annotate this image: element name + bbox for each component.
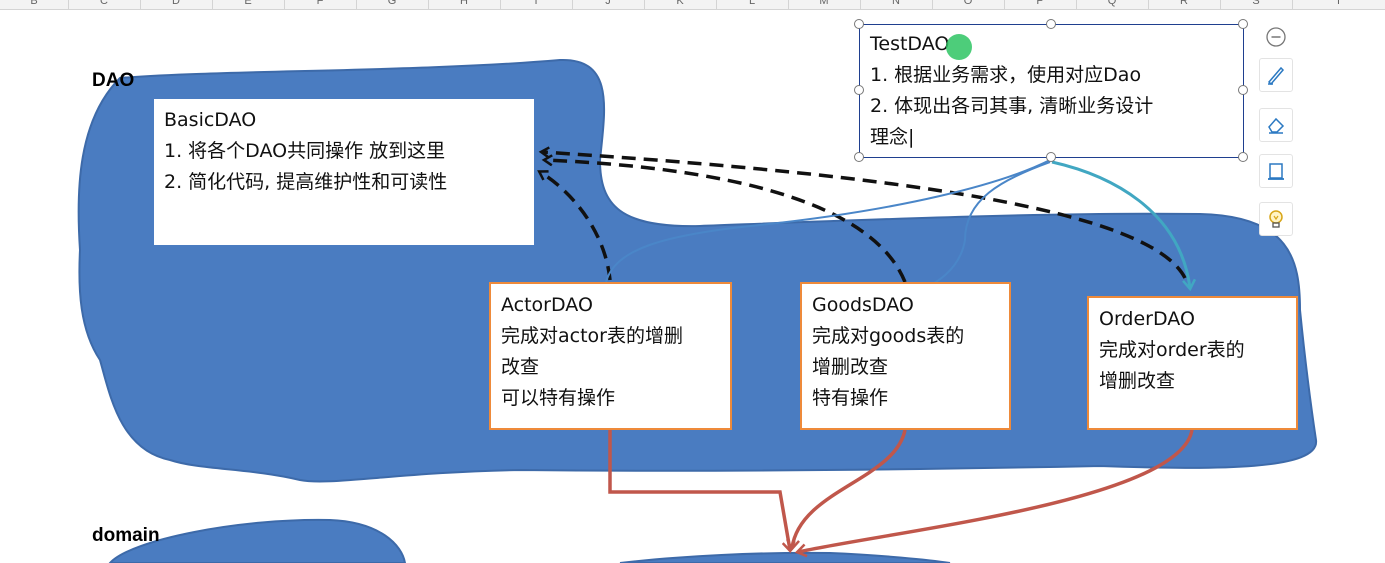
inherit-arrow-actor (540, 172, 612, 281)
column-header-cell[interactable]: Q (1076, 0, 1149, 9)
use-connector-actor (605, 159, 1051, 283)
resize-handle-b[interactable] (1046, 152, 1056, 162)
domain-section-label: domain (92, 525, 160, 546)
eraser-icon (1268, 117, 1285, 134)
pen-icon (1267, 66, 1285, 86)
column-header-cell[interactable]: B (0, 0, 69, 9)
actor-dao-line-2: 改查 (501, 356, 540, 378)
resize-handle-t[interactable] (1046, 19, 1056, 29)
test-dao-line-2: 2. 体现出各司其事, 清晰业务设计 (870, 95, 1154, 117)
draw-pen-button[interactable] (1259, 58, 1293, 92)
test-dao-line-3: 理念| (870, 126, 915, 148)
column-header-cell[interactable]: F (284, 0, 357, 9)
resize-handle-br[interactable] (1238, 152, 1248, 162)
column-header-cell[interactable]: T (1292, 0, 1385, 9)
inherit-arrow-goods (545, 160, 907, 283)
order-dao-title: OrderDAO (1099, 308, 1195, 330)
test-dao-line-1: 1. 根据业务需求，使用对应Dao (870, 64, 1142, 86)
column-header-bar: B C D E F G H I J K L M N O P Q R S T (0, 0, 1385, 10)
column-header-cell[interactable]: N (860, 0, 933, 9)
resize-handle-l[interactable] (854, 85, 864, 95)
test-dao-box[interactable]: TestDAO 1. 根据业务需求，使用对应Dao 2. 体现出各司其事, 清晰… (859, 24, 1244, 158)
column-header-cell[interactable]: J (572, 0, 645, 9)
actor-dao-title: ActorDAO (501, 294, 593, 316)
collapse-button[interactable] (1259, 20, 1293, 54)
goods-dao-box[interactable]: GoodsDAO 完成对goods表的 增删改查 特有操作 (800, 282, 1011, 430)
column-header-cell[interactable]: E (212, 0, 285, 9)
column-header-cell[interactable]: P (1004, 0, 1077, 9)
collapse-icon (1266, 27, 1286, 47)
resize-handle-tl[interactable] (854, 19, 864, 29)
domain-arrow-order (798, 429, 1194, 552)
goods-dao-title: GoodsDAO (812, 294, 914, 316)
actor-dao-box[interactable]: ActorDAO 完成对actor表的增删 改查 可以特有操作 (489, 282, 732, 430)
cursor-highlight-dot (946, 34, 972, 60)
target-region-blob (619, 551, 951, 563)
order-dao-line-1: 完成对order表的 (1099, 339, 1245, 361)
use-connector-goods (914, 161, 1051, 293)
resize-handle-bl[interactable] (854, 152, 864, 162)
basic-dao-line-1: 1. 将各个DAO共同操作 放到这里 (164, 140, 446, 162)
use-connector-order (1051, 160, 1190, 288)
eraser-button[interactable] (1259, 108, 1293, 142)
column-header-cell[interactable]: L (716, 0, 789, 9)
basic-dao-title: BasicDAO (164, 109, 257, 131)
domain-arrow-actor (608, 430, 790, 550)
resize-handle-tr[interactable] (1238, 19, 1248, 29)
order-dao-line-2: 增删改查 (1099, 370, 1176, 392)
actor-dao-line-3: 可以特有操作 (501, 387, 616, 409)
dao-section-label: DAO (92, 70, 135, 91)
goods-dao-line-2: 增删改查 (812, 356, 889, 378)
order-dao-box[interactable]: OrderDAO 完成对order表的 增删改查 (1087, 296, 1298, 430)
basic-dao-box[interactable]: BasicDAO 1. 将各个DAO共同操作 放到这里 2. 简化代码, 提高维… (154, 99, 534, 245)
actor-dao-line-1: 完成对actor表的增删 (501, 325, 683, 347)
column-header-cell[interactable]: D (140, 0, 213, 9)
column-header-cell[interactable]: R (1148, 0, 1221, 9)
column-header-cell[interactable]: C (68, 0, 141, 9)
column-header-cell[interactable]: S (1220, 0, 1293, 9)
lightbulb-icon (1269, 210, 1283, 228)
frame-icon (1268, 163, 1284, 180)
column-header-cell[interactable]: M (788, 0, 861, 9)
column-header-cell[interactable]: H (428, 0, 501, 9)
ideas-button[interactable] (1259, 202, 1293, 236)
column-header-cell[interactable]: G (356, 0, 429, 9)
goods-dao-line-1: 完成对goods表的 (812, 325, 965, 347)
domain-arrow-goods (792, 429, 907, 548)
resize-handle-r[interactable] (1238, 85, 1248, 95)
column-header-cell[interactable]: O (932, 0, 1005, 9)
basic-dao-line-2: 2. 简化代码, 提高维护性和可读性 (164, 171, 448, 193)
frame-button[interactable] (1259, 154, 1293, 188)
inherit-arrow-order (542, 152, 1187, 279)
column-header-cell[interactable]: I (500, 0, 573, 9)
domain-region-blob (108, 518, 407, 563)
column-header-cell[interactable]: K (644, 0, 717, 9)
goods-dao-line-3: 特有操作 (812, 387, 889, 409)
test-dao-title: TestDAO (870, 33, 950, 55)
